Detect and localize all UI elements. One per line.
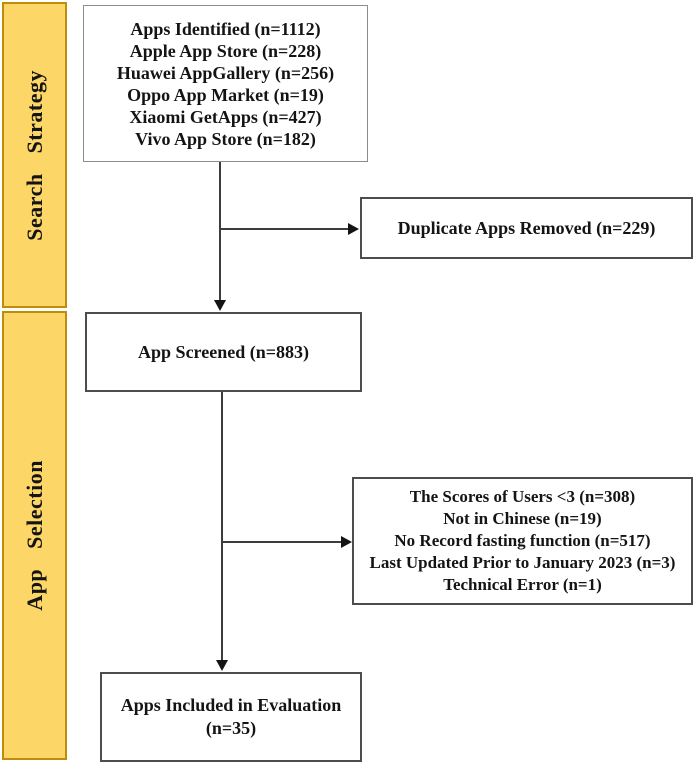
phase-band-search-strategy: Search Strategy: [2, 2, 67, 308]
apps-identified-huawei: Huawei AppGallery (n=256): [116, 62, 335, 83]
connector-identified-to-screened: [219, 162, 221, 302]
apps-screened-label: App Screened (n=883): [138, 342, 309, 362]
excluded-low-score: The Scores of Users <3 (n=308): [409, 487, 636, 506]
apps-identified-xiaomi: Xiaomi GetApps (n=427): [129, 106, 322, 127]
arrowhead-down-icon: [216, 660, 228, 671]
phase-label-app-selection: App Selection: [21, 460, 47, 611]
arrowhead-right-icon: [341, 536, 352, 548]
arrowhead-right-icon: [348, 223, 359, 235]
excluded-outdated: Last Updated Prior to January 2023 (n=3): [369, 553, 676, 572]
phase-band-app-selection: App Selection: [2, 311, 67, 760]
excluded-tech-error: Technical Error (n=1): [443, 575, 602, 594]
apps-included-label: Apps Included in Evaluation: [120, 695, 342, 715]
apps-identified-vivo: Vivo App Store (n=182): [135, 128, 316, 149]
box-apps-included: Apps Included in Evaluation (n=35): [100, 672, 362, 762]
box-apps-screened: App Screened (n=883): [85, 312, 362, 392]
box-apps-identified: Apps Identified (n=1112) Apple App Store…: [83, 5, 368, 162]
duplicates-removed-label: Duplicate Apps Removed (n=229): [397, 218, 656, 238]
apps-included-count: (n=35): [205, 718, 257, 738]
arrowhead-down-icon: [214, 300, 226, 311]
apps-identified-apple: Apple App Store (n=228): [129, 40, 322, 61]
apps-identified-total: Apps Identified (n=1112): [130, 18, 321, 39]
phase-label-search-strategy: Search Strategy: [21, 69, 47, 241]
connector-screened-to-included: [221, 392, 223, 661]
box-exclusion-reasons: The Scores of Users <3 (n=308) Not in Ch…: [352, 477, 693, 605]
connector-to-exclusions: [222, 541, 342, 543]
excluded-not-chinese: Not in Chinese (n=19): [443, 509, 602, 528]
connector-to-duplicates: [219, 228, 350, 230]
apps-identified-oppo: Oppo App Market (n=19): [127, 84, 324, 105]
box-duplicates-removed: Duplicate Apps Removed (n=229): [360, 197, 693, 259]
excluded-no-fasting: No Record fasting function (n=517): [394, 531, 651, 550]
